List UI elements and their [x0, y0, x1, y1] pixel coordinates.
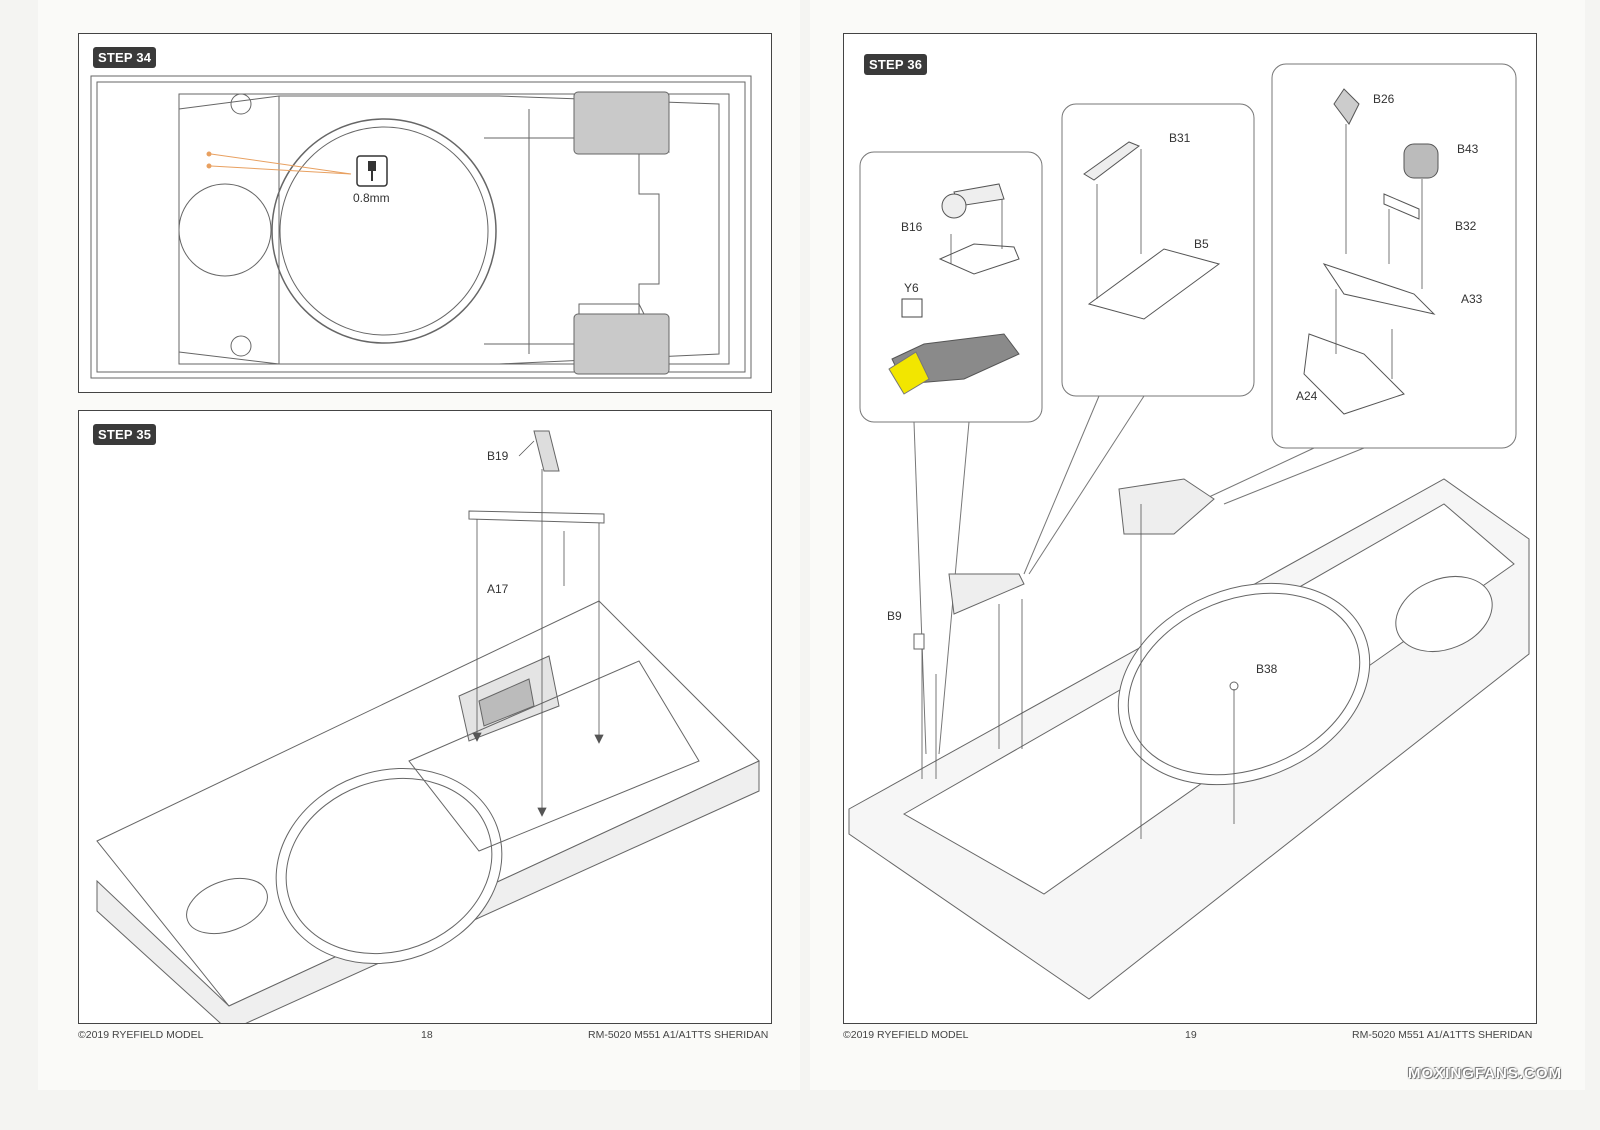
part-label-a17: A17 [487, 582, 509, 596]
step-34-panel: STEP 34 [78, 33, 772, 393]
step-36-badge: STEP 36 [864, 54, 928, 75]
site-watermark: MOXINGFANS.COM [1407, 1065, 1562, 1082]
part-label-b16: B16 [901, 220, 923, 234]
footer-left-page-number: 18 [421, 1029, 433, 1041]
footer-left-copyright: ©2019 RYEFIELD MODEL [78, 1029, 204, 1041]
part-label-b43: B43 [1457, 142, 1479, 156]
snip-icon [901, 298, 923, 318]
step-35-badge: STEP 35 [93, 424, 157, 445]
footer-right-copyright: ©2019 RYEFIELD MODEL [843, 1029, 969, 1041]
part-label-b5: B5 [1194, 237, 1209, 251]
drill-icon [356, 155, 388, 187]
step-35-hull-drawing: B19 A17 [96, 430, 760, 1023]
part-label-b38: B38 [1256, 662, 1278, 676]
part-label-b9: B9 [887, 609, 902, 623]
part-label-b32: B32 [1455, 219, 1477, 233]
step-34-badge: STEP 34 [93, 47, 157, 68]
footer-left-title: RM-5020 M551 A1/A1TTS SHERIDAN [588, 1029, 769, 1041]
part-label-b26: B26 [1373, 92, 1395, 106]
part-label-a33: A33 [1461, 292, 1483, 306]
drill-size-label: 0.8mm [353, 191, 390, 205]
footer-right-page-number: 19 [1185, 1029, 1197, 1041]
step-36-hull-drawing: B16 Y6 B31 B5 B26 B43 B32 A33 A24 B9 B38 [848, 63, 1530, 1000]
footer-right-title: RM-5020 M551 A1/A1TTS SHERIDAN [1352, 1029, 1533, 1041]
part-label-b19: B19 [487, 449, 509, 463]
y6-highlight [888, 333, 1020, 395]
part-label-b31: B31 [1169, 131, 1191, 145]
part-label-a24: A24 [1296, 389, 1318, 403]
step-36-panel: STEP 36 [843, 33, 1537, 1024]
part-label-y6: Y6 [904, 281, 919, 295]
step-35-panel: STEP 35 B19 A17 [78, 410, 772, 1024]
step-34-hull-drawing [90, 75, 752, 379]
